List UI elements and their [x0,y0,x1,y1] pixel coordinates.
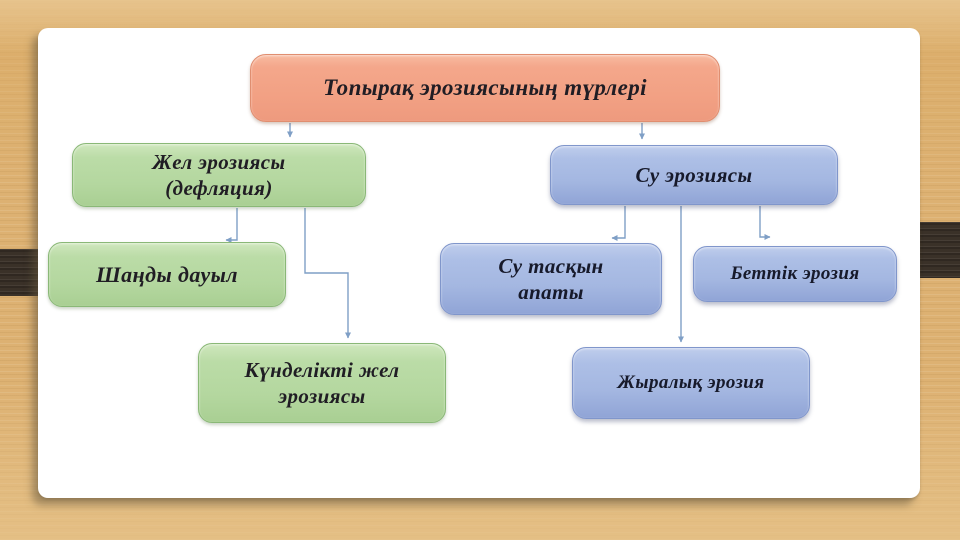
node-surface-erosion-label: Беттік эрозия [730,263,860,285]
node-daily-wind-erosion: Күнделікті жел эрозиясы [198,343,446,423]
node-daily-wind-erosion-label: Күнделікті жел эрозиясы [244,357,400,408]
background-stripe-left [0,249,44,296]
background-stripe-right [920,222,960,278]
node-flood-disaster-label: Су тасқын апаты [498,253,604,304]
node-root: Топырақ эрозиясының түрлері [250,54,720,122]
node-wind-erosion-label: Жел эрозиясы (дефляция) [152,149,286,200]
node-surface-erosion: Беттік эрозия [693,246,897,302]
node-gully-erosion-label: Жыралық эрозия [617,372,765,394]
node-flood-disaster: Су тасқын апаты [440,243,662,315]
node-wind-erosion: Жел эрозиясы (дефляция) [72,143,366,207]
node-water-erosion-label: Су эрозиясы [635,162,753,187]
node-dust-storm-label: Шаңды дауыл [95,261,238,287]
node-water-erosion: Су эрозиясы [550,145,838,205]
node-gully-erosion: Жыралық эрозия [572,347,810,419]
node-dust-storm: Шаңды дауыл [48,242,286,307]
node-root-label: Топырақ эрозиясының түрлері [323,74,647,100]
